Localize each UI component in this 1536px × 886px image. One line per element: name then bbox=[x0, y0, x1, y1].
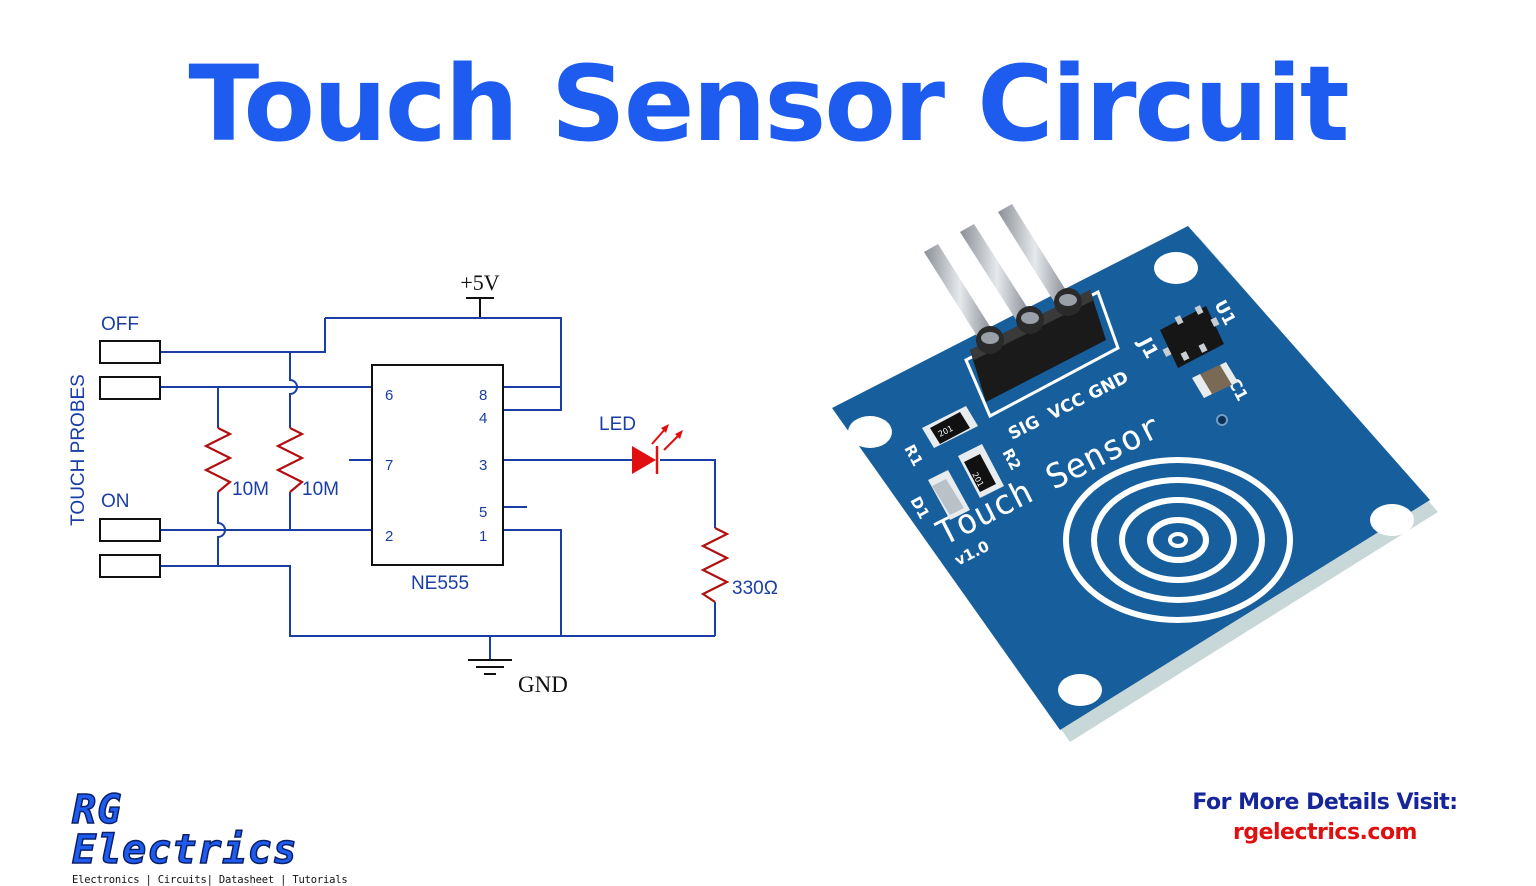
probe-off-2 bbox=[99, 376, 161, 400]
smd-resistor-r2: 201 bbox=[958, 444, 1004, 498]
touch-sensor-schematic: +5V bbox=[68, 270, 778, 697]
touch-probes bbox=[99, 340, 161, 578]
ne555-ic bbox=[371, 364, 504, 566]
pin-2: 2 bbox=[385, 528, 393, 545]
probe-off-1 bbox=[99, 340, 161, 364]
cta-block: For More Details Visit: rgelectrics.com bbox=[1190, 788, 1460, 848]
header-pins bbox=[924, 204, 1072, 344]
off-label: OFF bbox=[101, 314, 139, 335]
r3-label: 330Ω bbox=[732, 578, 778, 599]
pin-6: 6 bbox=[385, 387, 393, 404]
r1-label: 10M bbox=[232, 479, 269, 500]
ic-chip-u1 bbox=[1160, 305, 1224, 368]
cta-heading: For More Details Visit: bbox=[1192, 790, 1458, 815]
pin-5: 5 bbox=[479, 504, 487, 521]
page-title: Touch Sensor Circuit bbox=[188, 43, 1349, 165]
brand-tagline: Electronics | Circuits| Datasheet | Tuto… bbox=[72, 874, 348, 886]
probe-on-1 bbox=[99, 518, 161, 542]
led-symbol bbox=[632, 424, 683, 474]
r2-label: 10M bbox=[302, 479, 339, 500]
on-label: ON bbox=[101, 491, 130, 512]
smd-capacitor-c1 bbox=[1192, 362, 1238, 398]
circuit-wires bbox=[160, 317, 716, 660]
led-label: LED bbox=[599, 414, 636, 435]
resistor-r2 bbox=[275, 427, 305, 493]
header-housing bbox=[970, 288, 1106, 402]
ground-label: GND bbox=[518, 672, 568, 697]
pin-8: 8 bbox=[479, 387, 487, 404]
smd-resistor-r1: 201 bbox=[922, 406, 978, 448]
brand-name: RG Electrics bbox=[71, 787, 298, 873]
touch-sensor-module-illustration: SIG VCC GND J1 U1 C1 R1 R2 D1 Touch Sens… bbox=[832, 204, 1438, 742]
smd-led-d1 bbox=[928, 470, 970, 520]
ground-symbol bbox=[468, 659, 512, 675]
brand-logo: RG Electrics Electronics | Circuits| Dat… bbox=[71, 787, 372, 886]
touch-pad-icon bbox=[1063, 457, 1293, 623]
resistor-r3 bbox=[700, 527, 730, 603]
supply-symbol bbox=[466, 297, 494, 318]
pin-7: 7 bbox=[385, 457, 393, 474]
resistor-r1 bbox=[203, 427, 233, 493]
pin-4: 4 bbox=[479, 410, 487, 427]
ic-pin-numbers: 6 7 2 8 4 3 5 1 bbox=[385, 387, 487, 545]
mounting-holes bbox=[848, 252, 1414, 706]
via-hole bbox=[1216, 414, 1228, 426]
pin-1: 1 bbox=[479, 528, 487, 545]
cta-link[interactable]: rgelectrics.com bbox=[1232, 820, 1418, 845]
pcb-board bbox=[832, 226, 1430, 730]
pin-3: 3 bbox=[479, 457, 487, 474]
ic-label: NE555 bbox=[411, 573, 469, 594]
probe-group-label: TOUCH PROBES bbox=[68, 374, 89, 526]
probe-on-2 bbox=[99, 554, 161, 578]
supply-label: +5V bbox=[460, 270, 499, 295]
